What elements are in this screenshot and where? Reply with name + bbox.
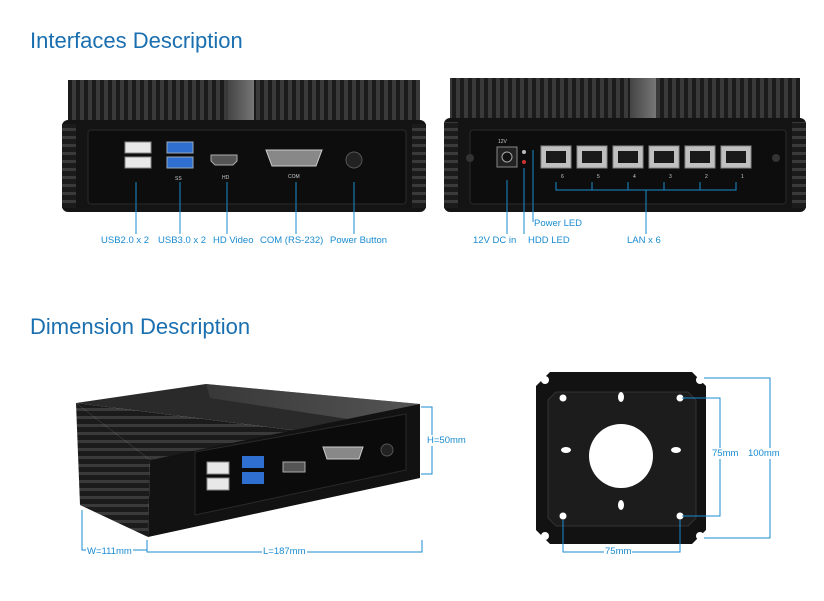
label-usb2: USB2.0 x 2 <box>101 235 150 246</box>
dim-height: H=50mm <box>426 435 467 446</box>
lan-port-number: 4 <box>633 174 636 180</box>
perspective-device <box>76 384 420 537</box>
interfaces-heading: Interfaces Description <box>30 28 243 53</box>
lan-port-number: 1 <box>741 174 744 180</box>
dim-mount-inner-horizontal: 75mm <box>604 546 633 557</box>
dimension-heading: Dimension Description <box>30 314 251 339</box>
label-dc-in: 12V DC in <box>473 235 517 246</box>
com-logo-text: COM <box>288 174 300 180</box>
lan-port-number: 2 <box>705 174 708 180</box>
rear-panel-device <box>444 78 806 212</box>
label-usb3: USB3.0 x 2 <box>158 235 207 246</box>
dc-logo-text: 12V <box>498 139 508 145</box>
dim-mount-outer-vertical: 100mm <box>747 448 781 459</box>
label-hd-video: HD Video <box>213 235 254 246</box>
lan-port-numbers: 6 5 4 3 2 1 <box>561 174 744 180</box>
label-power-led: Power LED <box>534 218 583 229</box>
label-hdd-led: HDD LED <box>528 235 570 246</box>
dim-length: L=187mm <box>262 546 307 557</box>
label-com: COM (RS-232) <box>260 235 324 246</box>
lan-port-number: 6 <box>561 174 564 180</box>
hd-logo-text: HD <box>222 175 230 181</box>
front-panel-device <box>62 80 426 212</box>
lan-port-number: 5 <box>597 174 600 180</box>
dim-mount-inner-vertical: 75mm <box>711 448 740 459</box>
label-power-button: Power Button <box>330 235 388 246</box>
dim-width: W=111mm <box>86 546 133 557</box>
label-lan: LAN x 6 <box>627 235 661 246</box>
usb3-logo-text: SS <box>175 176 182 182</box>
mounting-plate <box>536 372 706 544</box>
lan-port-number: 3 <box>669 174 672 180</box>
